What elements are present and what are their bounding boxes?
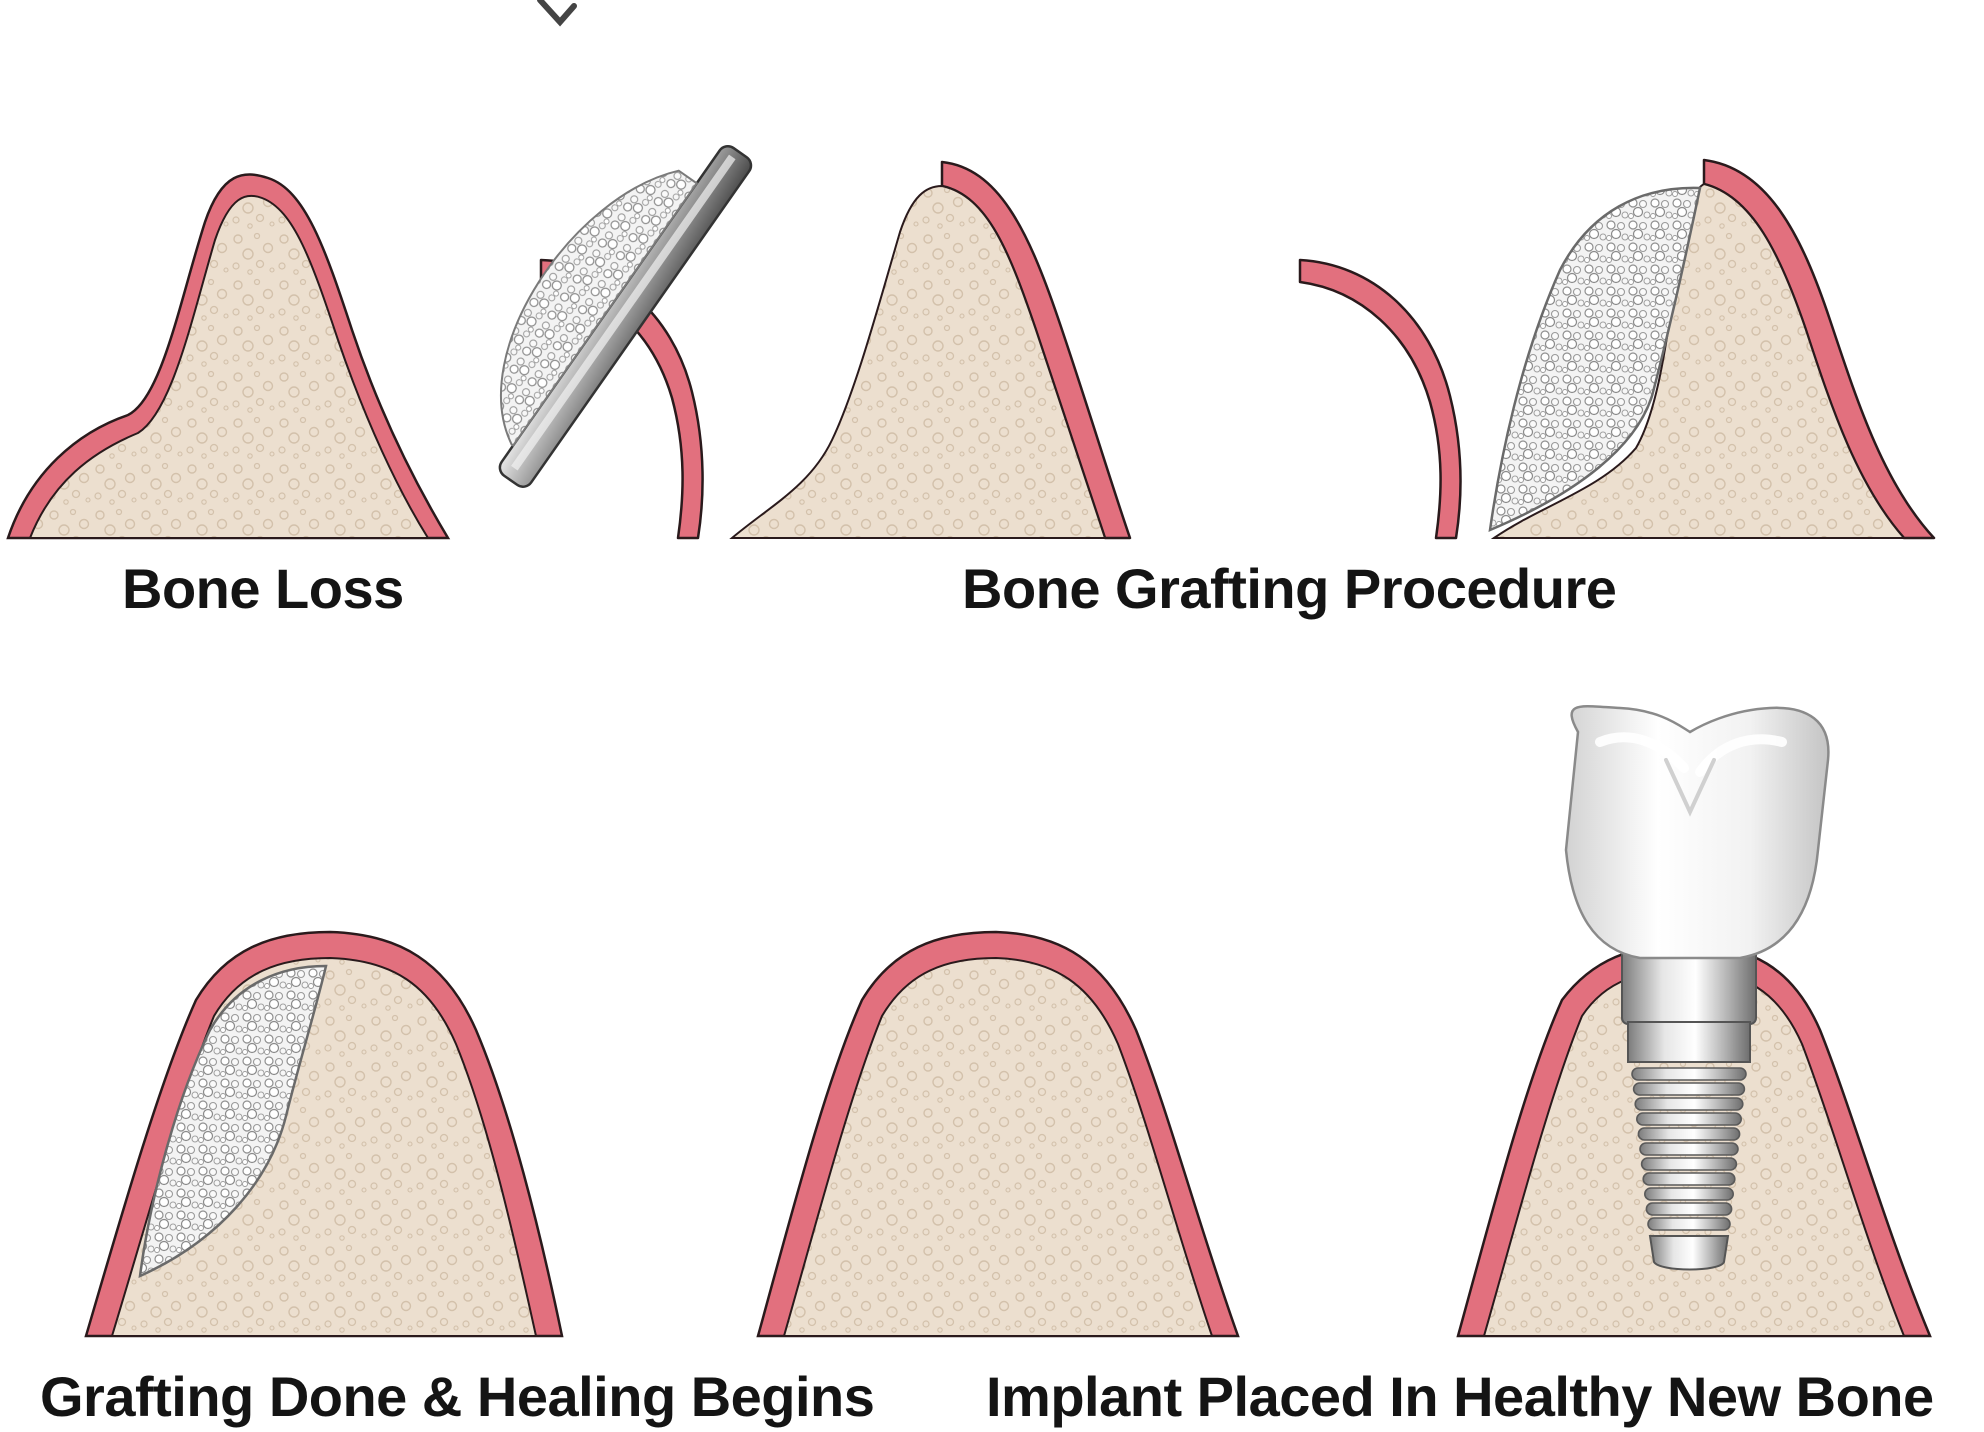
implant-thread <box>1631 1067 1747 1081</box>
caption-grafting-done-healing: Grafting Done & Healing Begins <box>40 1365 875 1428</box>
implant-thread <box>1647 1217 1731 1231</box>
implant-thread <box>1645 1202 1733 1216</box>
implant-thread <box>1632 1082 1746 1096</box>
caption-implant-placed: Implant Placed In Healthy New Bone <box>986 1365 1934 1428</box>
implant-thread <box>1640 1157 1738 1171</box>
caption-bone-loss: Bone Loss <box>122 557 404 620</box>
bone-graft-material <box>138 964 328 1279</box>
implant-screw-icon <box>1621 941 1757 1271</box>
bone <box>28 194 430 539</box>
healing-ridge <box>84 930 564 1338</box>
implant-thread <box>1634 1097 1744 1111</box>
gum-flap <box>1298 258 1462 540</box>
implant-thread <box>1636 1112 1743 1126</box>
healed-ridge <box>756 930 1240 1338</box>
implant-thread <box>1637 1127 1741 1141</box>
crown-icon <box>1564 705 1830 960</box>
bone <box>729 184 1107 539</box>
bone-graft-material <box>1488 186 1702 533</box>
caption-bone-grafting-procedure: Bone Grafting Procedure <box>962 557 1617 620</box>
implant-thread <box>1639 1142 1739 1156</box>
graft-placed-ridge <box>1298 158 1936 540</box>
bone-loss-ridge <box>6 173 451 540</box>
bone <box>782 956 1214 1337</box>
implant-thread <box>1642 1172 1736 1186</box>
implant-thread <box>1644 1187 1735 1201</box>
graft-spoon-icon <box>498 0 753 488</box>
